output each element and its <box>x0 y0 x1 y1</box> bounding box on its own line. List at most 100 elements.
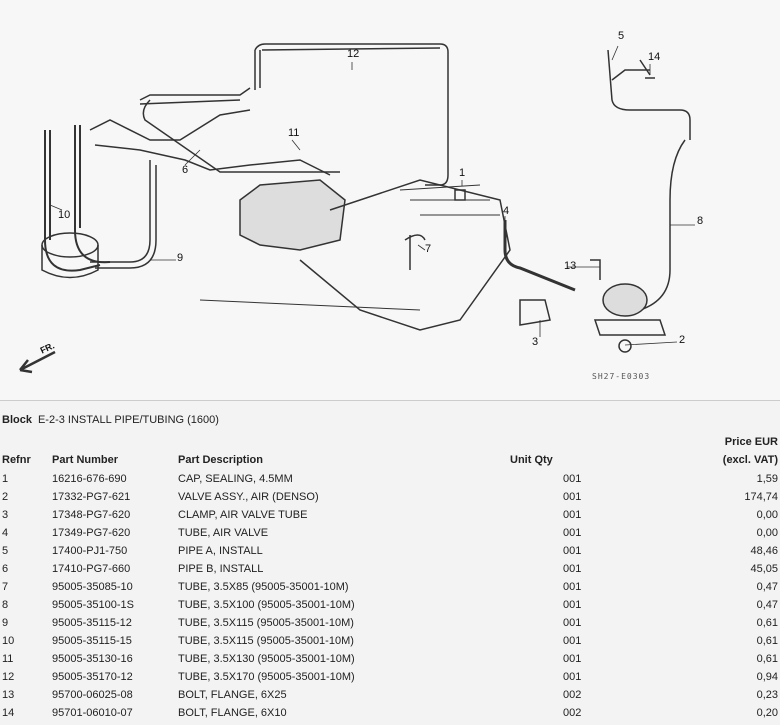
table-row: 1 16216-676-690 CAP, SEALING, 4.5MM 001 1,59 <box>0 473 780 491</box>
qty-cell: 001 <box>563 527 582 539</box>
diagram-code: SH27-E0303 <box>592 372 651 381</box>
header-part-number: Part Number <box>52 454 119 466</box>
description-cell: TUBE, 3.5X170 (95005-35001-10M) <box>178 671 355 683</box>
qty-cell: 001 <box>563 653 582 665</box>
part-number-cell: 95005-35115-15 <box>52 635 132 647</box>
price-cell: 48,46 <box>750 545 778 557</box>
description-cell: TUBE, 3.5X100 (95005-35001-10M) <box>178 599 355 611</box>
price-header-line1: Price EUR <box>724 436 778 448</box>
table-row: 12 95005-35170-12 TUBE, 3.5X170 (95005-350… <box>0 671 780 689</box>
block-title: Block E-2-3 INSTALL PIPE/TUBING (1600) <box>2 414 219 426</box>
callout-9: 9 <box>177 252 184 264</box>
qty-cell: 002 <box>563 689 582 701</box>
price-header-line2: (excl. VAT) <box>722 454 778 466</box>
price-cell: 0,61 <box>756 653 778 665</box>
part-number-cell: 17332-PG7-621 <box>52 491 131 503</box>
callout-11: 11 <box>288 127 300 139</box>
price-cell: 0,47 <box>756 581 778 593</box>
part-number-cell: 17400-PJ1-750 <box>52 545 128 557</box>
callout-3: 3 <box>532 336 539 348</box>
description-cell: VALVE ASSY., AIR (DENSO) <box>178 491 319 503</box>
part-number-cell: 16216-676-690 <box>52 473 127 485</box>
refnr-cell: 8 <box>2 599 9 611</box>
description-cell: TUBE, 3.5X85 (95005-35001-10M) <box>178 581 349 593</box>
callout-12: 12 <box>347 48 360 60</box>
callout-14: 14 <box>648 51 661 63</box>
qty-cell: 001 <box>563 671 582 683</box>
qty-cell: 001 <box>563 509 582 521</box>
callout-2: 2 <box>679 334 686 346</box>
table-row: 8 95005-35100-1S TUBE, 3.5X100 (95005-3500… <box>0 599 780 617</box>
qty-cell: 002 <box>563 707 582 719</box>
refnr-cell: 5 <box>2 545 9 557</box>
header-refnr: Refnr <box>2 454 31 466</box>
part-number-cell: 17410-PG7-660 <box>52 563 131 575</box>
part-number-cell: 95005-35130-16 <box>52 653 133 665</box>
callout-6: 6 <box>182 164 189 176</box>
qty-cell: 001 <box>563 581 582 593</box>
description-cell: CAP, SEALING, 4.5MM <box>178 473 293 485</box>
callout-7: 7 <box>425 243 432 255</box>
table-row: 5 17400-PJ1-750 PIPE A, INSTALL 001 48,46 <box>0 545 780 563</box>
price-cell: 0,47 <box>756 599 778 611</box>
callout-1: 1 <box>459 167 466 179</box>
price-cell: 45,05 <box>750 563 778 575</box>
block-value: E-2-3 INSTALL PIPE/TUBING (1600) <box>37 414 219 426</box>
qty-cell: 001 <box>563 563 582 575</box>
callout-13: 13 <box>564 260 577 272</box>
description-cell: PIPE A, INSTALL <box>178 545 263 557</box>
table-row: 11 95005-35130-16 TUBE, 3.5X130 (95005-350… <box>0 653 780 671</box>
part-number-cell: 95005-35100-1S <box>52 599 134 611</box>
refnr-cell: 14 <box>2 707 15 719</box>
table-row: 2 17332-PG7-621 VALVE ASSY., AIR (DENSO) 00… <box>0 491 780 509</box>
part-number-cell: 95701-06010-07 <box>52 707 133 719</box>
qty-cell: 001 <box>563 491 582 503</box>
refnr-cell: 1 <box>2 473 9 485</box>
table-row: 14 95701-06010-07 BOLT, FLANGE, 6X10 002 0,2… <box>0 707 780 725</box>
price-cell: 0,00 <box>756 509 778 521</box>
part-number-cell: 95005-35115-12 <box>52 617 132 629</box>
refnr-cell: 6 <box>2 563 9 575</box>
callout-8: 8 <box>697 215 704 227</box>
refnr-cell: 7 <box>2 581 9 593</box>
price-cell: 1,59 <box>756 473 778 485</box>
header-description: Part Description <box>178 454 263 466</box>
price-cell: 0,94 <box>756 671 778 683</box>
qty-cell: 001 <box>563 545 582 557</box>
part-number-cell: 95005-35170-12 <box>52 671 133 683</box>
parts-diagram: 12 5 14 11 6 1 4 8 10 7 9 13 3 2 FR. SH2… <box>0 30 780 401</box>
description-cell: TUBE, 3.5X115 (95005-35001-10M) <box>178 617 354 629</box>
exploded-view-drawing <box>19 43 695 374</box>
description-cell: CLAMP, AIR VALVE TUBE <box>178 509 308 521</box>
block-label: Block <box>2 414 32 426</box>
qty-cell: 001 <box>563 617 582 629</box>
header-unit-qty: Unit Qty <box>510 454 553 466</box>
description-cell: BOLT, FLANGE, 6X10 <box>178 707 287 719</box>
price-cell: 0,00 <box>756 527 778 539</box>
price-cell: 0,61 <box>756 635 778 647</box>
price-cell: 0,20 <box>756 707 778 719</box>
part-number-cell: 95700-06025-08 <box>52 689 133 701</box>
callout-10: 10 <box>58 209 71 221</box>
description-cell: TUBE, 3.5X130 (95005-35001-10M) <box>178 653 355 665</box>
table-row: 7 95005-35085-10 TUBE, 3.5X85 (95005-35001… <box>0 581 780 599</box>
part-number-cell: 17348-PG7-620 <box>52 509 131 521</box>
refnr-cell: 10 <box>2 635 15 647</box>
refnr-cell: 2 <box>2 491 9 503</box>
refnr-cell: 4 <box>2 527 9 539</box>
refnr-cell: 9 <box>2 617 9 629</box>
description-cell: BOLT, FLANGE, 6X25 <box>178 689 287 701</box>
callout-4: 4 <box>503 205 510 217</box>
refnr-cell: 11 <box>2 653 14 665</box>
qty-cell: 001 <box>563 599 582 611</box>
callout-5: 5 <box>618 30 625 42</box>
refnr-cell: 12 <box>2 671 15 683</box>
refnr-cell: 13 <box>2 689 15 701</box>
qty-cell: 001 <box>563 473 582 485</box>
table-row: 9 95005-35115-12 TUBE, 3.5X115 (95005-3500… <box>0 617 780 635</box>
part-number-cell: 95005-35085-10 <box>52 581 133 593</box>
